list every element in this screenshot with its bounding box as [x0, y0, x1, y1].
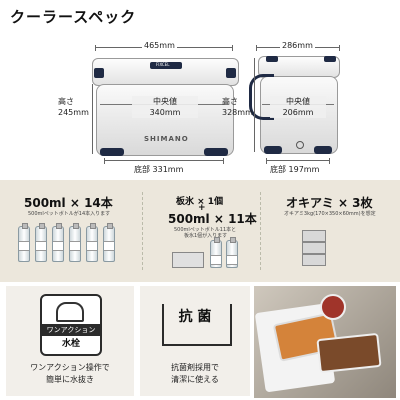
feature-drain-panel: ワンアクション 水栓 ワンアクション操作で 簡単に水抜き: [6, 286, 134, 396]
side-foot-right: [314, 146, 332, 154]
drain-icon-text1: ワンアクション: [42, 324, 100, 336]
page-title: クーラースペック: [10, 8, 137, 26]
shoulder-strap: [249, 74, 274, 120]
ice-line1-text: 板氷 × 1個: [176, 197, 224, 207]
bottle-icon: [210, 237, 222, 268]
capacity-krill: オキアミ × 3枚 オキアミ3kg(170×350×60mm)を想定: [264, 186, 394, 276]
capacity-bottles: 500ml × 14本 500mlペットボトルが14本入ります: [10, 186, 138, 276]
bottle-icon: [103, 223, 115, 262]
capacity-ice: 板氷 × 1個 + 500ml × 11本 500mlペットボトル11本と 板氷…: [146, 186, 257, 276]
antibac-icon-text: 抗 菌: [178, 309, 212, 325]
ice-sub2-text: 板氷1個が入ります: [184, 233, 228, 239]
antibac-caption: 抗菌剤採用で 清潔に使える: [171, 363, 219, 384]
ice-line2-text: 500ml × 11本: [168, 212, 257, 226]
front-height-label: 高さ 245mm: [58, 97, 89, 117]
front-lid-clip-left: [94, 68, 104, 78]
food-photo: [254, 286, 396, 398]
food-tray-icon: [316, 332, 382, 374]
bottle-icon: [52, 223, 64, 262]
krill-pack-icon: [302, 242, 326, 254]
ice-sub1-text: 500mlペットボトル11本と: [174, 227, 237, 233]
ice-block-icon: [172, 252, 204, 268]
front-foot-right: [204, 148, 228, 156]
food-bowl-icon: [320, 294, 346, 320]
bottle-icon: [226, 237, 238, 268]
hand-icon: [56, 302, 84, 322]
bottle-icon: [69, 223, 81, 262]
brand-logo: SHIMANO: [144, 135, 189, 143]
krill-pack-icon: [302, 230, 326, 242]
front-foot-left: [100, 148, 124, 156]
bottles-main-text: 500ml × 14本: [24, 196, 113, 210]
krill-sub-text: オキアミ3kg(170×350×60mm)を想定: [284, 211, 376, 217]
front-bottom-label: 底部 331mm: [134, 165, 184, 174]
krill-pack-icon: [302, 254, 326, 266]
front-cooler-body: [96, 84, 234, 156]
bottle-icon: [18, 223, 30, 262]
bottles-sub-text: 500mlペットボトルが14本入ります: [28, 211, 111, 217]
antibac-icon-frame: [162, 304, 232, 346]
krill-main-text: オキアミ × 3枚: [286, 196, 373, 210]
drain-icon-text2: 水栓: [61, 339, 80, 349]
side-height-label: 高さ 328mm: [222, 97, 253, 117]
drain-caption: ワンアクション操作で 簡単に水抜き: [30, 363, 110, 384]
front-handle: [150, 62, 182, 69]
front-lid-clip-right: [226, 68, 236, 78]
drain-icon-box: ワンアクション 水栓: [40, 294, 102, 356]
side-bottom-label: 底部 197mm: [270, 165, 320, 174]
front-model-text: FIXCEL: [156, 62, 170, 67]
ice-plus-text: +: [198, 203, 206, 213]
side-foot-left: [264, 146, 282, 154]
side-width-label: 286mm: [280, 41, 315, 50]
side-lid-hinge: [266, 56, 278, 62]
bottle-icon: [86, 223, 98, 262]
front-center-dim: 中央値 340mm: [132, 96, 198, 118]
bottle-icon: [35, 223, 47, 262]
drain-plug-icon: [296, 141, 304, 149]
front-width-label: 465mm: [142, 41, 177, 50]
feature-antibac-panel: 抗 菌 抗菌剤採用で 清潔に使える: [140, 286, 250, 396]
side-center-dim: 中央値 206mm: [270, 96, 326, 118]
side-lid-clip: [324, 56, 336, 62]
